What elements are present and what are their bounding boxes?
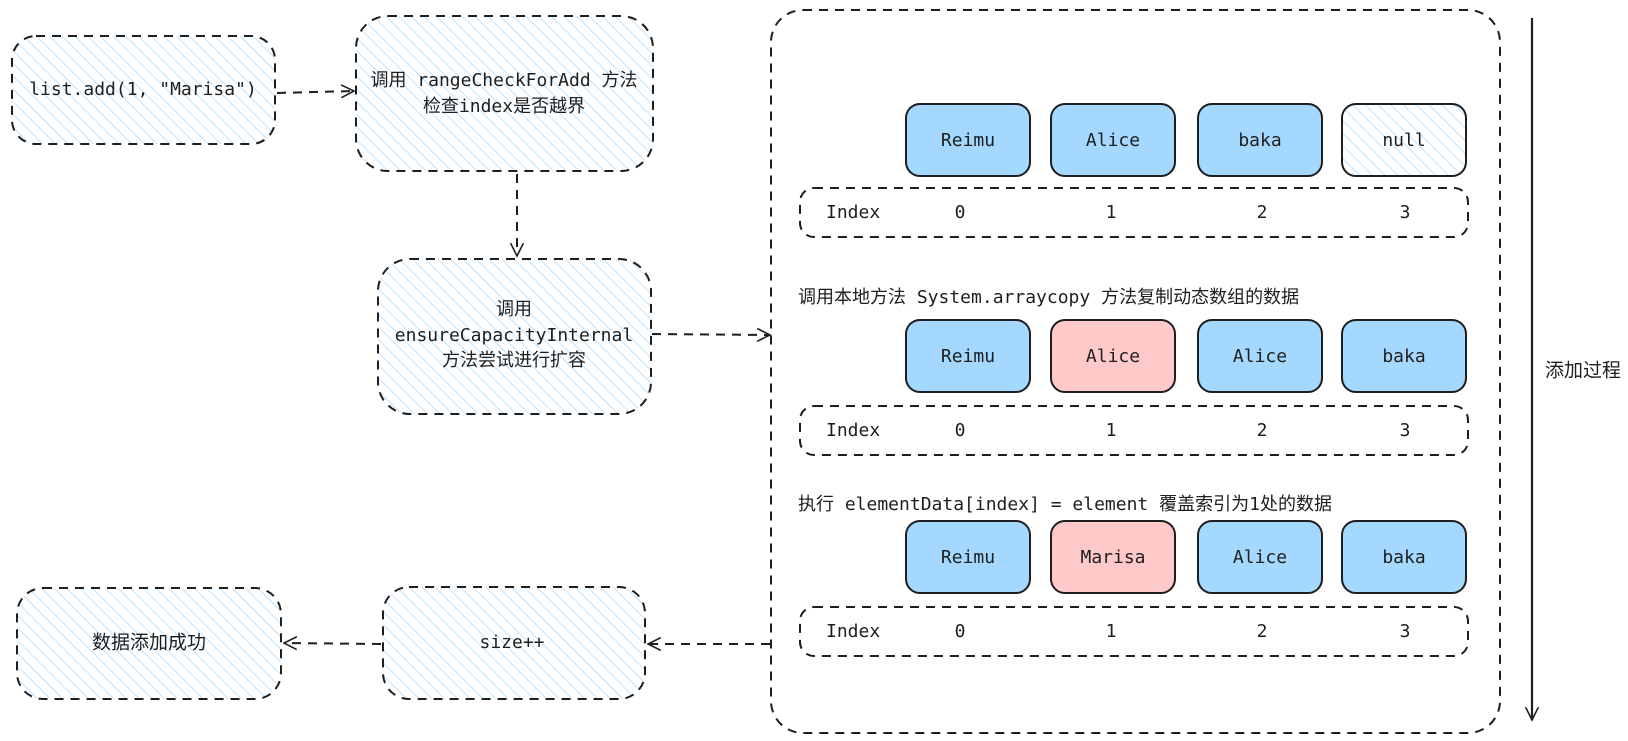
index-bar: Index 0 1 2 3 — [799, 405, 1469, 456]
index-value: 1 — [1106, 621, 1117, 642]
index-value: 1 — [1106, 420, 1117, 441]
array-cell-label: Alice — [1086, 346, 1140, 367]
array-cell-label: baka — [1382, 346, 1425, 367]
index-value: 2 — [1257, 420, 1268, 441]
index-value: 2 — [1257, 202, 1268, 223]
range-check-label-line2: 检查index是否越界 — [423, 96, 585, 117]
array-cell: baka — [1341, 319, 1467, 393]
array-cell-label: Marisa — [1080, 547, 1145, 568]
step2-caption: 调用本地方法 System.arraycopy 方法复制动态数组的数据 — [798, 287, 1299, 308]
arrow-ensure-capacity-to-process — [651, 334, 770, 335]
process-container — [770, 9, 1501, 734]
ensure-capacity-node: 调用 ensureCapacityInternal 方法尝试进行扩容 — [377, 258, 652, 415]
array-cell-label: null — [1382, 130, 1425, 151]
array-cell-label: baka — [1382, 547, 1425, 568]
arrow-size-increment-to-success — [284, 643, 382, 644]
array-cell-label: baka — [1238, 130, 1281, 151]
index-label: Index — [826, 202, 880, 223]
index-value: 2 — [1257, 621, 1268, 642]
range-check-node: 调用 rangeCheckForAdd 方法 检查index是否越界 — [355, 15, 654, 172]
start-node: list.add(1, "Marisa") — [11, 35, 276, 145]
array-cell: Reimu — [905, 319, 1031, 393]
array-cell: Alice — [1197, 319, 1323, 393]
size-increment-label: size++ — [479, 632, 544, 653]
array-cell-label: Alice — [1233, 547, 1287, 568]
ensure-capacity-label-line3: 方法尝试进行扩容 — [442, 350, 586, 371]
index-value: 3 — [1400, 420, 1411, 441]
array-cell: Reimu — [905, 520, 1031, 594]
array-cell: null — [1341, 103, 1467, 177]
index-value: 3 — [1400, 202, 1411, 223]
ensure-capacity-label-line1: 调用 — [496, 299, 532, 320]
array-cell: baka — [1341, 520, 1467, 594]
array-cell-label: Reimu — [941, 547, 995, 568]
index-label: Index — [826, 420, 880, 441]
array-cell: Alice — [1050, 103, 1176, 177]
step3-caption: 执行 elementData[index] = element 覆盖索引为1处的… — [798, 494, 1332, 515]
array-cell: Marisa — [1050, 520, 1176, 594]
array-cell-label: Alice — [1086, 130, 1140, 151]
index-value: 3 — [1400, 621, 1411, 642]
array-cell: Alice — [1050, 319, 1176, 393]
index-value: 0 — [955, 202, 966, 223]
array-cell-label: Reimu — [941, 346, 995, 367]
arrow-start-to-range-check — [276, 91, 354, 93]
array-cell-label: Reimu — [941, 130, 995, 151]
timeline-label: 添加过程 — [1545, 360, 1621, 382]
index-value: 1 — [1106, 202, 1117, 223]
index-label: Index — [826, 621, 880, 642]
array-cell: baka — [1197, 103, 1323, 177]
array-cell: Reimu — [905, 103, 1031, 177]
ensure-capacity-label-line2: ensureCapacityInternal — [395, 325, 633, 346]
success-label: 数据添加成功 — [92, 632, 206, 654]
array-cell: Alice — [1197, 520, 1323, 594]
index-value: 0 — [955, 621, 966, 642]
index-bar: Index 0 1 2 3 — [799, 187, 1469, 238]
array-cell-label: Alice — [1233, 346, 1287, 367]
start-node-label: list.add(1, "Marisa") — [29, 79, 257, 100]
size-increment-node: size++ — [382, 586, 646, 700]
index-bar: Index 0 1 2 3 — [799, 606, 1469, 657]
success-node: 数据添加成功 — [16, 587, 282, 700]
index-value: 0 — [955, 420, 966, 441]
range-check-label-line1: 调用 rangeCheckForAdd 方法 — [370, 70, 637, 91]
